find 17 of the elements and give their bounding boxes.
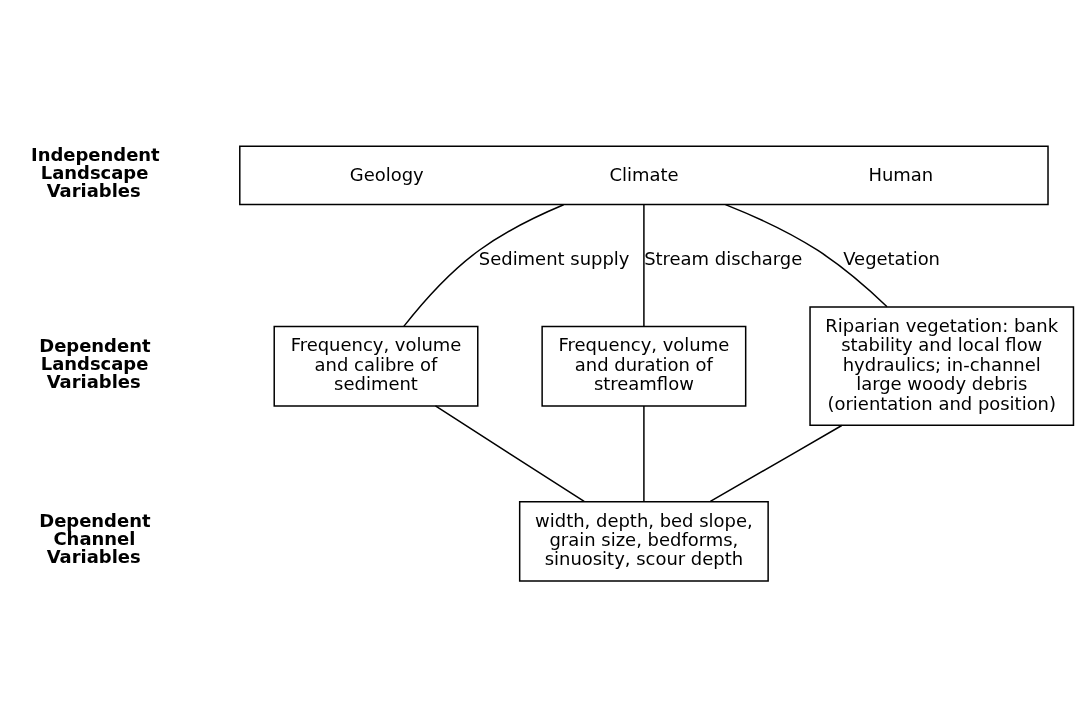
node-box: Geology Climate Human [239, 145, 1049, 206]
edge-label: Sediment supply [478, 247, 630, 269]
label: Independent Landscape Variables [31, 144, 160, 202]
connector [643, 203, 645, 328]
label: Dependent Channel Variables [39, 510, 151, 568]
connector [724, 203, 888, 308]
connector [403, 204, 565, 328]
connector [643, 405, 645, 502]
connector [709, 424, 843, 503]
label: Dependent Landscape Variables [39, 335, 151, 393]
connector [434, 405, 585, 503]
node-box: Frequency, volume and calibre of sediment [273, 325, 479, 407]
edge-label: Stream discharge [644, 247, 803, 269]
node-box: width, depth, bed slope, grain size, bedforms, sinuosity, scour depth [518, 500, 769, 582]
node-box: Riparian vegetation: bank stability and local flow hydraulics; in-channel large woody debris (orientation and position) [809, 306, 1075, 427]
edge-label: Vegetation [843, 247, 941, 269]
node-box: Frequency, volume and duration of streamflow [541, 325, 747, 407]
